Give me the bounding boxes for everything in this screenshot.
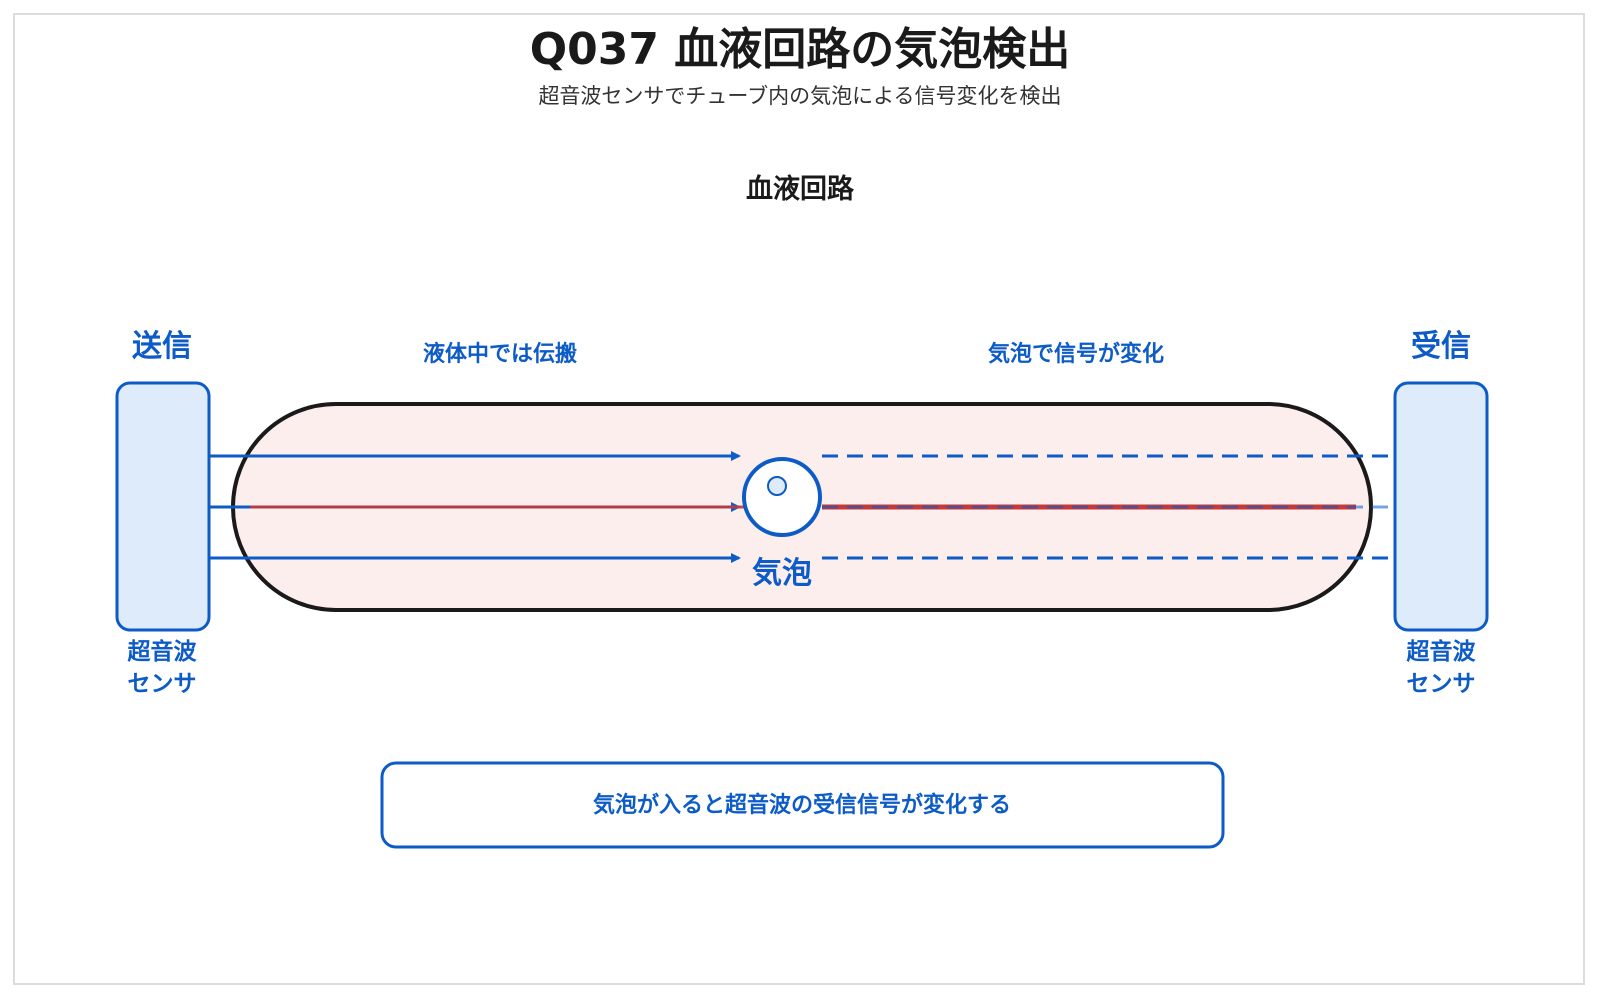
receiver-type-line2: センサ — [1407, 671, 1476, 697]
transmitter-type-line2: センサ — [128, 671, 197, 697]
transmitter-sensor — [115, 381, 211, 632]
section-title: 血液回路 — [746, 173, 855, 205]
page-title: Q037 血液回路の気泡検出 — [529, 24, 1071, 75]
transmitter-type-line1: 超音波 — [128, 638, 198, 665]
transmitter-label: 送信 — [132, 329, 192, 364]
note-box — [380, 761, 1225, 849]
receiver-label: 受信 — [1411, 329, 1471, 364]
receiver-sensor — [1393, 381, 1489, 632]
page-subtitle: 超音波センサでチューブ内の気泡による信号変化を検出 — [538, 84, 1062, 108]
note-text: 気泡が入ると超音波の受信信号が変化する — [593, 792, 1011, 818]
receiver-type-line1: 超音波 — [1407, 638, 1477, 665]
left-annotation: 液体中では伝搬 — [423, 341, 577, 367]
bubble-highlight — [767, 476, 787, 496]
right-annotation: 気泡で信号が変化 — [988, 341, 1164, 367]
bubble-label: 気泡 — [752, 556, 812, 591]
bubble — [742, 457, 822, 537]
